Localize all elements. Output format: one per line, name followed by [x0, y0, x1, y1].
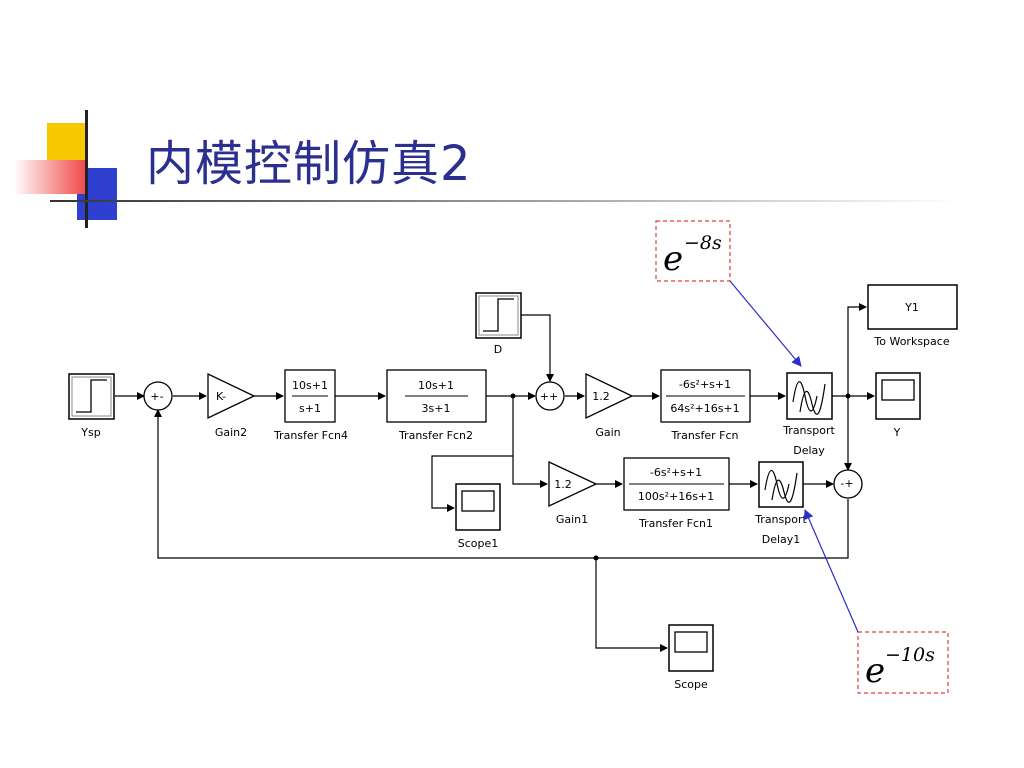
- annotation-bottom-base: e: [865, 651, 885, 691]
- tf1-label: Transfer Fcn1: [638, 517, 713, 530]
- gain-label: Gain: [595, 426, 620, 439]
- d-label: D: [494, 343, 502, 356]
- step-block-d[interactable]: [475, 292, 522, 339]
- tf1-denominator: 100s²+16s+1: [638, 490, 714, 503]
- gain-block-gain1[interactable]: [548, 460, 598, 508]
- tf-block-transfer-fcn2[interactable]: [386, 369, 487, 423]
- y1-label: To Workspace: [873, 335, 949, 348]
- transport-delay-block[interactable]: [786, 372, 833, 420]
- annotation-bottom-arrow: [804, 509, 859, 633]
- annotation-top-exponent: −8s: [684, 232, 722, 254]
- tf-numerator: -6s²+s+1: [679, 378, 731, 391]
- scope-block-scope1[interactable]: [455, 483, 501, 531]
- annotation-bottom-exponent: −10s: [885, 644, 935, 666]
- annotation-top-base: e: [663, 239, 683, 279]
- scope1-label: Scope1: [458, 537, 499, 550]
- tf-block-transfer-fcn4[interactable]: [284, 369, 336, 423]
- to-workspace-block[interactable]: [867, 284, 958, 330]
- tf4-numerator: 10s+1: [292, 379, 328, 392]
- deco-yellow-square: [47, 123, 87, 167]
- page-title: 内模控制仿真2: [146, 136, 472, 192]
- slide-decoration: [14, 110, 960, 228]
- step-block-ysp[interactable]: [68, 373, 115, 420]
- gain1-label: Gain1: [556, 513, 588, 526]
- tf-denominator: 64s²+16s+1: [670, 402, 739, 415]
- gain2-value: K-: [216, 390, 226, 403]
- tf-block-transfer-fcn1[interactable]: [623, 457, 730, 511]
- sum-block-1[interactable]: [143, 381, 173, 411]
- sum-block-3[interactable]: [833, 469, 863, 499]
- deco-red-bar: [14, 160, 86, 194]
- junction-dots: [510, 393, 851, 561]
- annotation-top-arrow: [729, 280, 802, 367]
- y1-value: Y1: [904, 301, 919, 314]
- gain-value: 1.2: [592, 390, 610, 403]
- gain-block-gain2[interactable]: [207, 372, 256, 420]
- tf4-denominator: s+1: [299, 402, 321, 415]
- scope-block-y[interactable]: [875, 372, 921, 420]
- tf2-label: Transfer Fcn2: [398, 429, 473, 442]
- sum-block-2[interactable]: [535, 381, 565, 411]
- deco-horizontal-line: [50, 200, 960, 202]
- annotation-delay-top: e −8s: [655, 220, 802, 367]
- scope-block-scope[interactable]: [668, 624, 714, 672]
- gain2-label: Gain2: [215, 426, 247, 439]
- sum1-signs: +-: [150, 390, 163, 403]
- ysp-label: Ysp: [80, 426, 100, 439]
- gain1-value: 1.2: [554, 478, 572, 491]
- transport-delay1-block[interactable]: [758, 461, 804, 508]
- td-label-line2: Delay: [793, 444, 825, 457]
- signal-lines: [115, 303, 875, 652]
- td1-label-line2: Delay1: [762, 533, 801, 546]
- gain-block-gain[interactable]: [585, 372, 634, 420]
- tf-block-transfer-fcn[interactable]: [660, 369, 751, 423]
- y-label: Y: [893, 426, 901, 439]
- td-label-line1: Transport: [782, 424, 835, 437]
- td1-label-line1: Transport: [754, 513, 807, 526]
- annotation-delay-bottom: e −10s: [804, 509, 949, 694]
- scope-label: Scope: [674, 678, 708, 691]
- sum3-signs: -+: [840, 477, 853, 490]
- tf2-numerator: 10s+1: [418, 379, 454, 392]
- sum2-signs: ++: [540, 390, 558, 403]
- tf4-label: Transfer Fcn4: [273, 429, 348, 442]
- deco-vertical-line: [85, 110, 88, 228]
- tf-label: Transfer Fcn: [670, 429, 738, 442]
- tf2-denominator: 3s+1: [422, 402, 451, 415]
- tf1-numerator: -6s²+s+1: [650, 466, 702, 479]
